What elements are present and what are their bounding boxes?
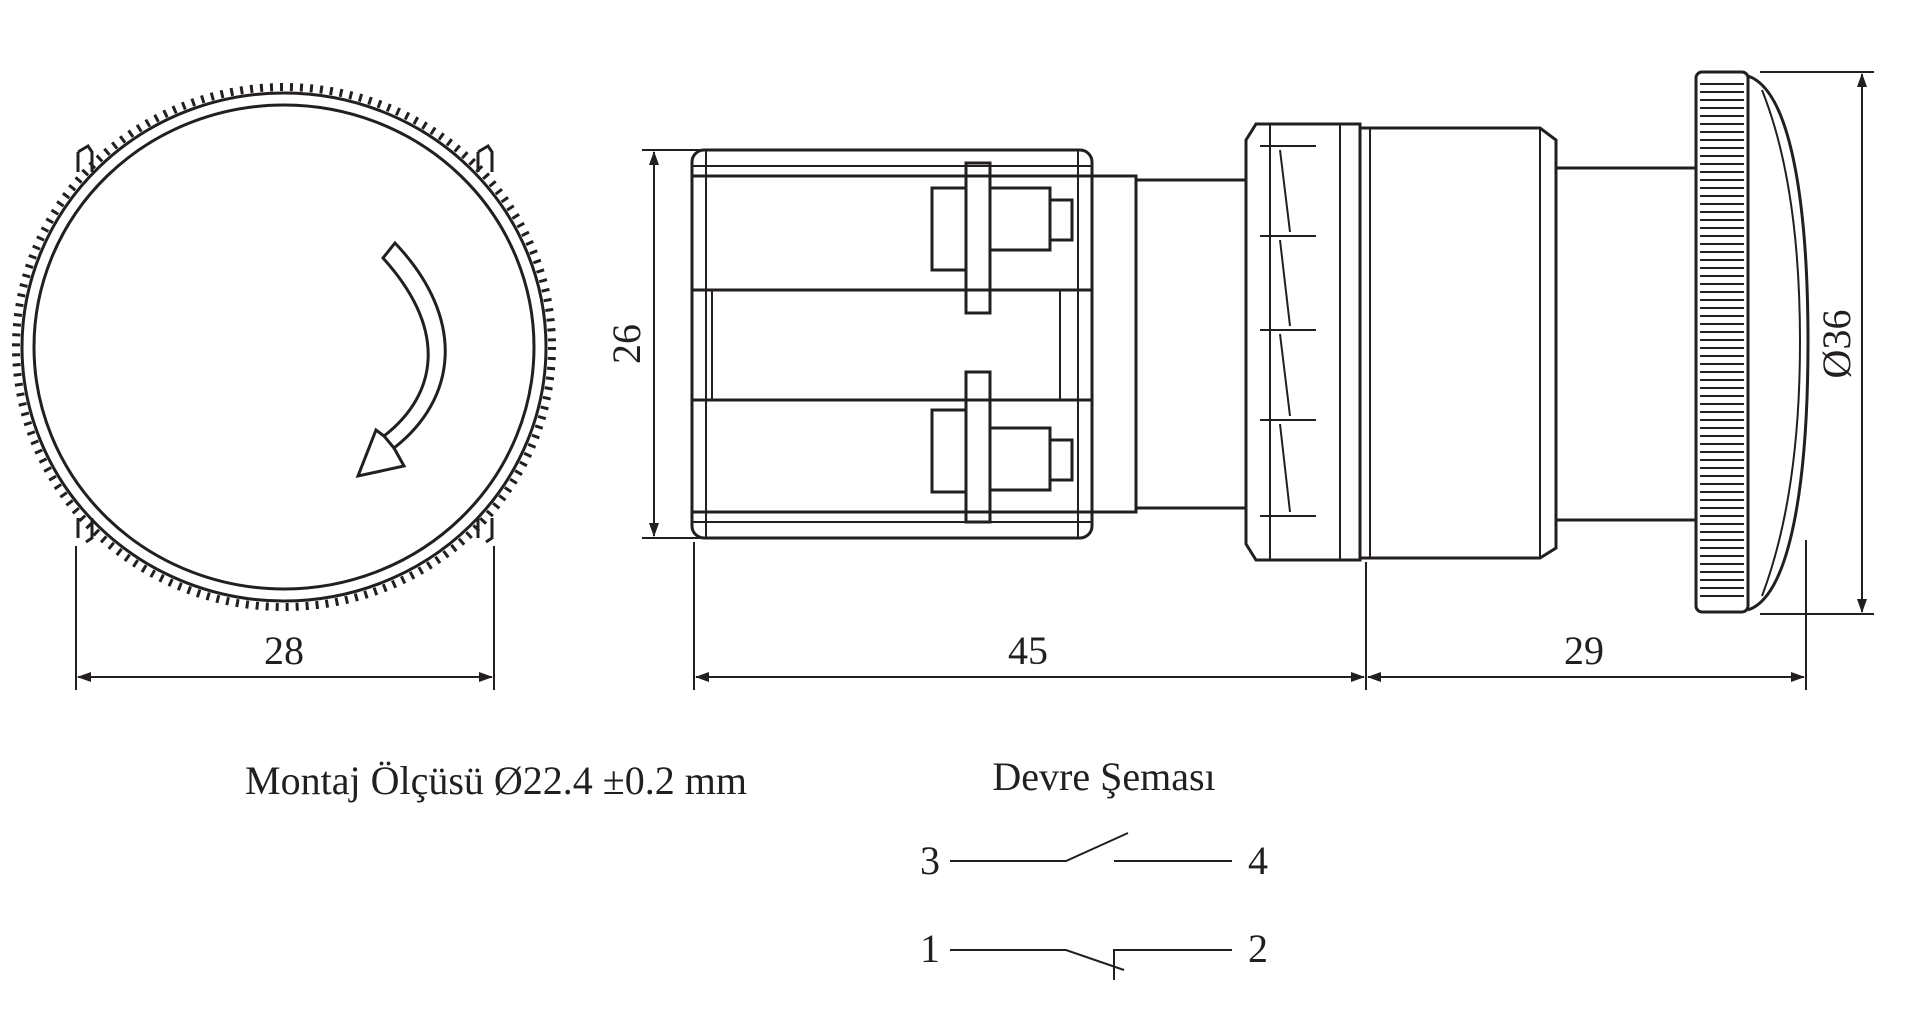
nc-contact: 1 2	[920, 926, 1268, 980]
rotation-arrow-icon	[355, 240, 447, 479]
bezel	[1358, 126, 1558, 560]
contact-adapter	[1090, 174, 1138, 514]
contact-block	[690, 148, 1094, 540]
circuit-diagram: 3 4 1 2	[920, 832, 1268, 980]
front-outer-circle	[20, 91, 548, 603]
terminal-2: 2	[1248, 926, 1268, 971]
mounting-note: Montaj Ölçüsü Ø22.4 ±0.2 mm	[245, 758, 747, 803]
dimensions: 28 26 45 29 Ø36	[75, 71, 1874, 690]
fixing-nut	[1244, 122, 1362, 562]
circuit-title: Devre Şeması	[992, 754, 1215, 799]
dim-head-length: 29	[1564, 628, 1604, 673]
dim-body-length: 45	[1008, 628, 1048, 673]
dim-body-height: 26	[604, 324, 649, 364]
front-tab-top-right	[476, 143, 494, 172]
no-contact: 3 4	[920, 832, 1268, 883]
front-tab-top-left	[76, 143, 94, 172]
terminal-1: 1	[920, 926, 940, 971]
front-inner-circle	[32, 103, 536, 591]
front-knurl-ring	[12, 83, 556, 611]
terminal-3: 3	[920, 838, 940, 883]
dim-head-diameter: Ø36	[1814, 310, 1859, 379]
terminal-4: 4	[1248, 838, 1268, 883]
front-view	[12, 83, 556, 611]
mushroom-head	[1694, 70, 1810, 614]
dim-front-width: 28	[264, 628, 304, 673]
side-view	[690, 70, 1810, 614]
mounting-sleeve	[1134, 178, 1248, 510]
front-tab-bottom-left	[76, 518, 94, 544]
